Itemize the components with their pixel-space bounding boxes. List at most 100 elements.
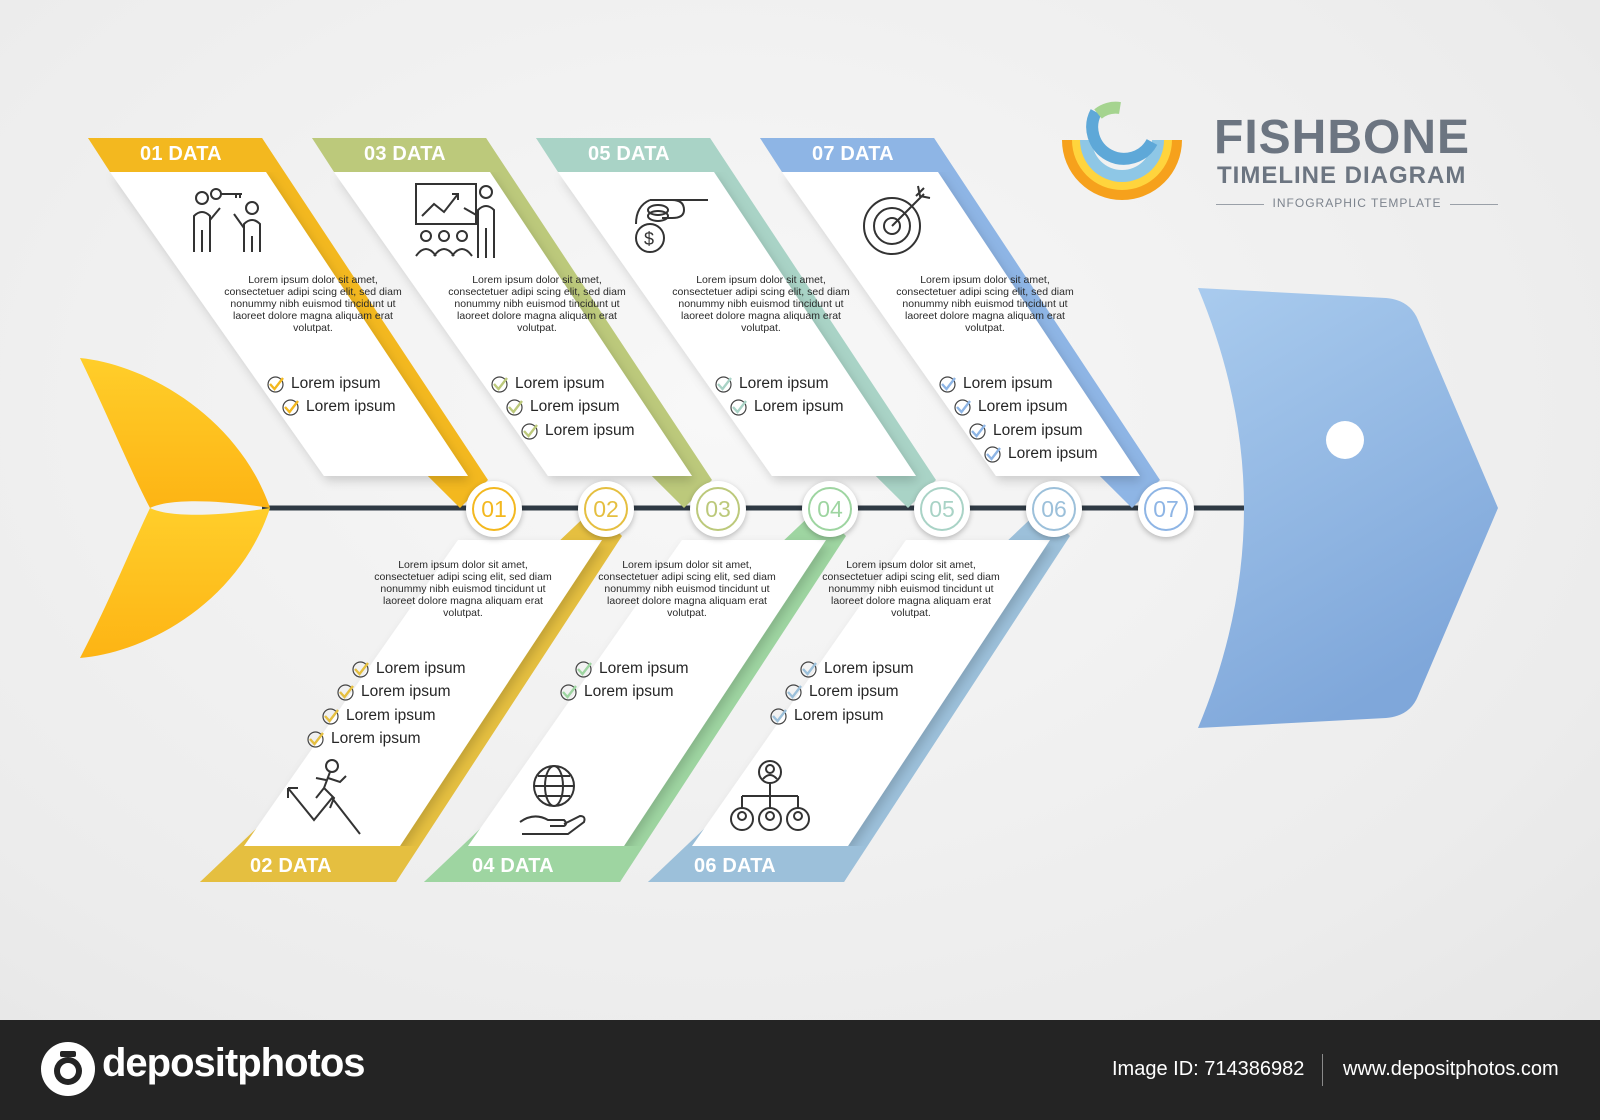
globe-in-hand-icon [519,765,586,835]
checklist-item-label: Lorem ipsum [306,398,396,416]
org-chart-icon [730,760,810,831]
check-icon [984,446,1001,463]
checklist-item: Lorem ipsum [785,682,914,705]
timeline-node-03: 03 [690,481,746,537]
fin-card-04 [424,508,846,882]
brand-name: depositphotos [102,1041,366,1085]
page-tagline: INFOGRAPHIC TEMPLATE [1216,196,1498,210]
checklist-item-label: Lorem ipsum [739,375,829,392]
target-icon [863,185,931,255]
checklist-item: Lorem ipsum [770,706,914,729]
checklist-item-label: Lorem ipsum [291,375,381,392]
check-icon [969,423,986,440]
checklist-item: Lorem ipsum [575,659,689,682]
checklist-item: Lorem ipsum [352,659,466,682]
fin-card-02 [200,508,622,882]
check-icon [560,684,577,701]
checklist-item-label: Lorem ipsum [754,398,844,416]
timeline-node-06: 06 [1026,481,1082,537]
timeline-node-label: 02 [584,487,628,531]
checklist-item: Lorem ipsum [560,682,689,705]
check-icon [800,661,817,678]
fin-card-03 [312,138,712,508]
timeline-node-label: 05 [920,487,964,531]
checklist-item: Lorem ipsum [730,397,844,420]
checklist-item-label: Lorem ipsum [331,730,421,748]
checklist-item-label: Lorem ipsum [794,706,884,724]
fin-card-01 [88,138,488,508]
checklist-item: Lorem ipsum [715,374,844,397]
card-label-06: 06 DATA [694,855,776,877]
checklist-item: Lorem ipsum [521,421,635,444]
check-icon [506,399,523,416]
timeline-node-label: 06 [1032,487,1076,531]
check-icon [785,684,802,701]
checklist-item-label: Lorem ipsum [361,683,451,701]
checklist-item: Lorem ipsum [506,397,635,420]
card-text-04: Lorem ipsum dolor sit amet, consectetuer… [598,559,776,619]
check-icon [954,399,971,416]
checklist-item-label: Lorem ipsum [824,660,914,677]
logo-mark [1062,101,1182,200]
check-icon [575,661,592,678]
timeline-node-02: 02 [578,481,634,537]
card-text-05: Lorem ipsum dolor sit amet, consectetuer… [672,274,850,334]
timeline-node-label: 01 [472,487,516,531]
card-text-07: Lorem ipsum dolor sit amet, consectetuer… [896,274,1074,334]
fishbone-canvas: FISHBONE TIMELINE DIAGRAM INFOGRAPHIC TE… [0,0,1600,1020]
check-icon [267,376,284,393]
fish-tail [80,358,270,658]
checklist-item-label: Lorem ipsum [530,398,620,416]
checklist-item: Lorem ipsum [282,397,396,420]
image-id: Image ID: 714386982 [1112,1058,1305,1080]
footer-divider [1322,1054,1323,1086]
check-icon [939,376,956,393]
fish-head [1198,288,1498,728]
page-title: FISHBONE [1214,111,1471,164]
checklist-item: Lorem ipsum [307,729,466,752]
checklist-item-label: Lorem ipsum [346,706,436,724]
check-icon [715,376,732,393]
timeline-node-label: 07 [1144,487,1188,531]
check-icon [352,661,369,678]
timeline-node-04: 04 [802,481,858,537]
checklist-item-label: Lorem ipsum [993,421,1083,439]
page-subtitle: TIMELINE DIAGRAM [1217,162,1467,189]
card-label-05: 05 DATA [588,143,670,165]
checklist-item: Lorem ipsum [954,397,1098,420]
site-url[interactable]: www.depositphotos.com [1343,1058,1559,1080]
check-icon [770,708,787,725]
coin-in-hand-icon: $ [635,199,708,253]
card-text-06: Lorem ipsum dolor sit amet, consectetuer… [822,559,1000,619]
card-label-01: 01 DATA [140,143,222,165]
timeline-node-label: 04 [808,487,852,531]
check-icon [730,399,747,416]
checklist-item: Lorem ipsum [491,374,635,397]
card-label-04: 04 DATA [472,855,554,877]
check-icon [491,376,508,393]
timeline-node-label: 03 [696,487,740,531]
check-icon [322,708,339,725]
card-text-02: Lorem ipsum dolor sit amet, consectetuer… [374,559,552,619]
fin-card-05 [536,138,936,508]
checklist-item: Lorem ipsum [267,374,396,397]
handshake-key-icon [193,188,261,252]
checklist-item-label: Lorem ipsum [545,421,635,439]
footer-bar: depositphotos Image ID: 714386982 www.de… [0,1020,1600,1120]
check-icon [337,684,354,701]
checklist-item: Lorem ipsum [322,706,466,729]
presentation-icon [415,183,495,258]
checklist-item-label: Lorem ipsum [599,660,689,677]
timeline-node-01: 01 [466,481,522,537]
fishbone-diagram [80,101,1498,882]
timeline-node-07: 07 [1138,481,1194,537]
checklist-item: Lorem ipsum [939,374,1098,397]
checklist-item-label: Lorem ipsum [963,375,1053,392]
checklist-item-label: Lorem ipsum [584,683,674,701]
card-label-07: 07 DATA [812,143,894,165]
